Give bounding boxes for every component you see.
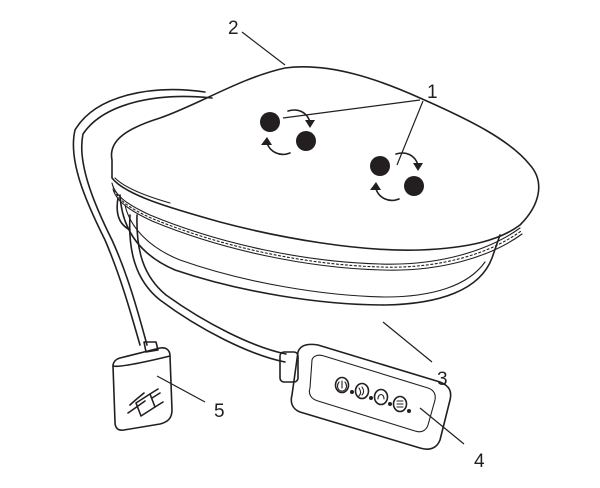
control-panel <box>279 343 452 450</box>
cable-strain-relief <box>279 351 299 383</box>
cushion-top <box>110 66 540 251</box>
plug-icon <box>127 388 164 417</box>
massage-ball <box>260 112 280 132</box>
zipper-seam <box>111 182 523 271</box>
massage-ball <box>296 131 316 151</box>
power-cable <box>72 88 213 346</box>
massage-head-left <box>260 109 316 156</box>
leader-line <box>419 407 465 445</box>
rotation-arrows-icon <box>370 152 423 202</box>
callout-label-3: 3 <box>437 369 448 390</box>
massage-heads <box>260 109 424 202</box>
heat-icon[interactable] <box>354 382 370 400</box>
callout-labels: 2 1 3 4 5 <box>214 18 485 472</box>
leader-lines <box>156 31 465 445</box>
callout-label-4: 4 <box>474 451 485 472</box>
callout-label-5: 5 <box>214 401 225 422</box>
rotation-arrows-icon <box>261 109 315 156</box>
control-cable <box>128 214 287 363</box>
power-icon[interactable] <box>334 376 350 394</box>
massage-ball <box>404 176 424 196</box>
intensity-icon[interactable] <box>392 395 408 413</box>
leader-line <box>382 321 433 363</box>
callout-label-2: 2 <box>228 18 239 39</box>
callout-label-1: 1 <box>427 82 438 103</box>
power-adapter <box>112 341 173 431</box>
leader-line <box>241 31 286 66</box>
leader-line <box>282 99 421 119</box>
leader-line <box>156 375 206 403</box>
cushion-base <box>116 194 501 306</box>
massage-head-right <box>370 152 424 202</box>
leader-line <box>396 100 424 166</box>
mode-icon[interactable] <box>373 388 389 406</box>
massage-ball <box>370 156 390 176</box>
